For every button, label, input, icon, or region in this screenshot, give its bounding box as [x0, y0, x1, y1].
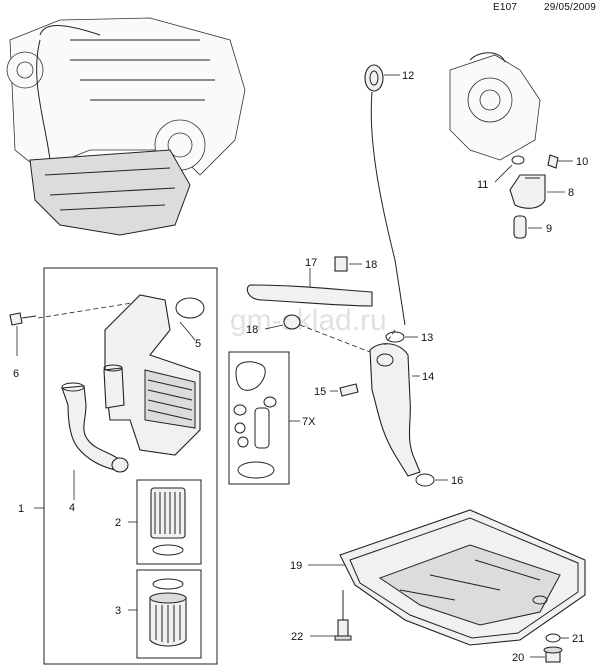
- sleeve-9: [513, 215, 527, 239]
- filter-cap-frame: [136, 569, 202, 659]
- clip-18-upper: [334, 256, 348, 272]
- gasket-kit-7x: [233, 361, 277, 479]
- oil-pan-19: [339, 509, 586, 646]
- watermark: gm-sklad.ru: [230, 304, 387, 337]
- callout-10: 10: [576, 156, 588, 168]
- oil-return-pipe-8: [509, 174, 546, 209]
- callout-7x: 7X: [302, 416, 316, 428]
- callout-9: 9: [546, 223, 552, 235]
- gasket-11: [511, 155, 525, 165]
- diagram-date: 29/05/2009: [544, 2, 597, 13]
- bolt-15: [339, 383, 359, 397]
- callout-15: 15: [314, 386, 326, 398]
- assembly-1-frame: [43, 267, 218, 665]
- callout-18-upper: 18: [365, 259, 377, 271]
- breather-hose-17: [246, 284, 373, 307]
- oil-pipe-4: [61, 382, 129, 473]
- callout-1: 1: [18, 503, 24, 515]
- callout-4: 4: [69, 502, 75, 514]
- o-ring-13: [385, 331, 405, 343]
- callout-14: 14: [422, 371, 434, 383]
- callout-22: 22: [291, 631, 303, 643]
- drain-plug-20: [543, 646, 563, 663]
- oil-filter-element-2: [150, 487, 186, 556]
- bolt-10: [547, 154, 559, 169]
- gasket-kit-frame: [228, 351, 290, 485]
- callout-2: 2: [115, 517, 121, 529]
- callout-16: 16: [451, 475, 463, 487]
- callout-3: 3: [115, 605, 121, 617]
- pan-bolt-22: [334, 590, 352, 641]
- callout-6: 6: [13, 368, 19, 380]
- diagram-code: E107: [493, 2, 518, 13]
- callout-20: 20: [512, 652, 524, 664]
- turbocharger-illustration: [449, 52, 541, 161]
- callout-17: 17: [305, 257, 317, 269]
- callout-19: 19: [290, 560, 302, 572]
- clip-18-lower: [283, 314, 301, 330]
- callout-5: 5: [195, 338, 201, 350]
- oil-dipstick: [364, 64, 406, 326]
- callout-21: 21: [572, 633, 584, 645]
- oil-filter-cap-3: [149, 578, 187, 647]
- drain-washer-21: [545, 633, 561, 643]
- bolt-6: [9, 312, 37, 326]
- callout-11: 11: [477, 179, 488, 191]
- engine-assembly-illustration: [6, 17, 246, 236]
- callout-8: 8: [568, 187, 574, 199]
- gasket-5: [175, 297, 205, 319]
- callout-13: 13: [421, 332, 433, 344]
- o-ring-16: [415, 473, 435, 487]
- callout-12: 12: [402, 70, 414, 82]
- oil-pump-housing-14: [369, 343, 421, 477]
- callout-18-lower: 18: [246, 324, 258, 336]
- oil-filter-housing-5: [103, 294, 201, 456]
